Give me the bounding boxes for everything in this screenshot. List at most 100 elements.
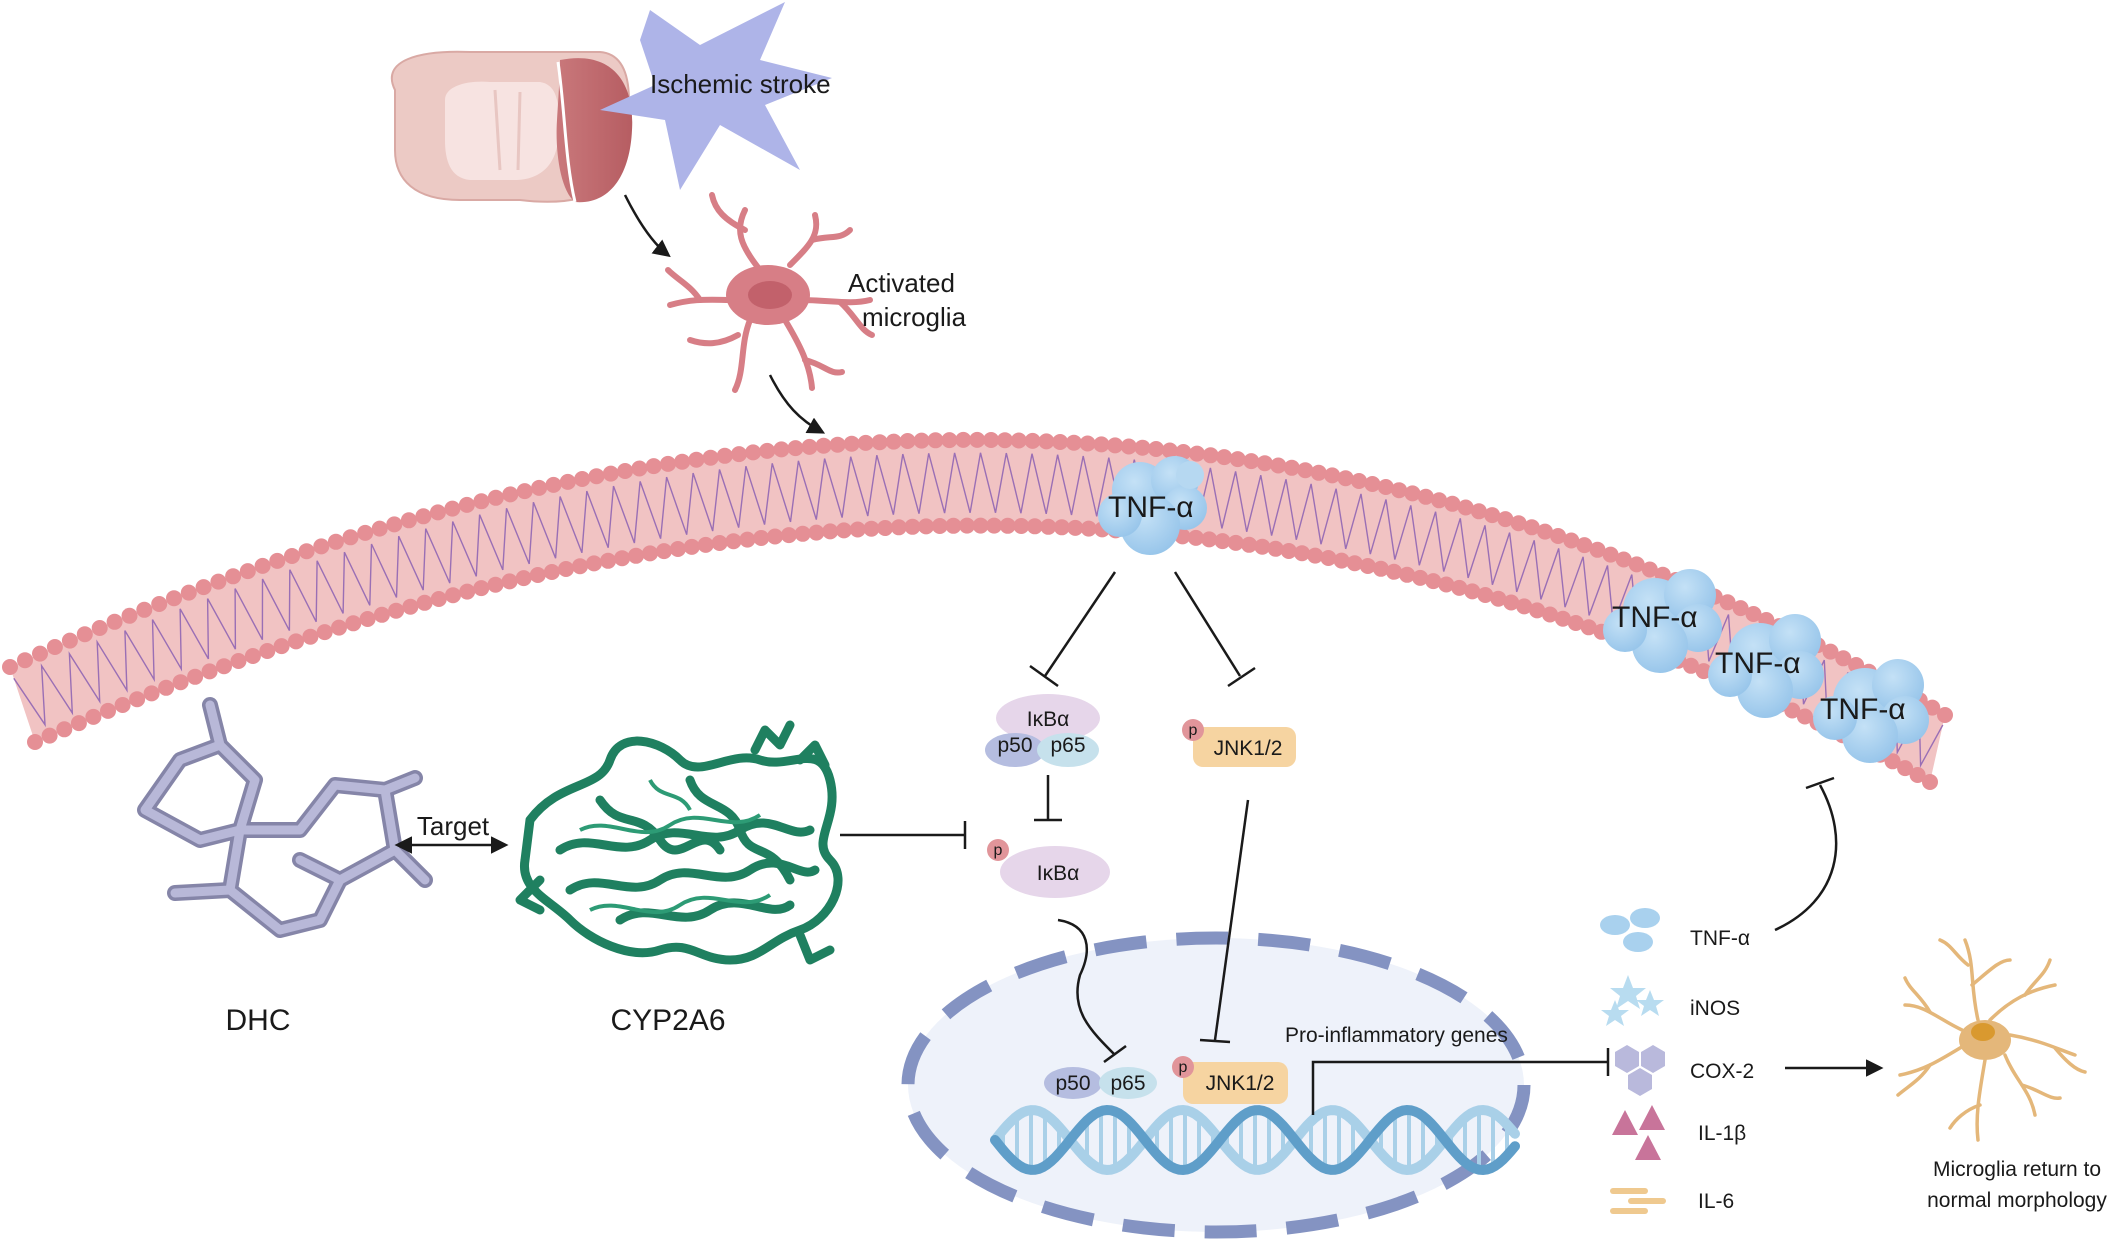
lipid-head-inner: [172, 674, 189, 691]
lipid-head-inner: [918, 518, 935, 535]
cyp-label: CYP2A6: [610, 1004, 725, 1037]
lipid-head-inner: [628, 547, 644, 564]
legend-inos-label: iNOS: [1690, 997, 1740, 1020]
lipid-head-outer: [1229, 451, 1246, 468]
lipid-head-outer: [645, 458, 662, 475]
lipid-head-inner: [158, 679, 175, 696]
lipid-head-outer: [1510, 515, 1527, 532]
lipid-head-outer: [1924, 699, 1941, 716]
lipid-head-inner: [959, 517, 975, 534]
lipid-head-inner: [1567, 615, 1584, 631]
lipid-head-inner: [230, 653, 247, 669]
phospho-mark-ikba: [987, 839, 1009, 861]
lipid-head-inner: [129, 691, 146, 708]
lipid-head-outer: [1297, 462, 1314, 479]
lipid-head-outer: [1270, 457, 1287, 474]
phospho-label-nucleus-jnk: p: [1179, 1059, 1188, 1076]
lipid-head-outer: [269, 552, 286, 569]
lipid-head-outer: [829, 436, 846, 453]
lipid-head-inner: [849, 521, 866, 538]
legend-inos-icon: [1601, 975, 1664, 1026]
lipid-head-inner: [904, 518, 921, 535]
lipid-head-outer: [871, 434, 888, 451]
lipid-head-inner: [331, 619, 347, 636]
cyp2a6-protein-icon: [515, 720, 843, 965]
lipid-head-inner: [244, 648, 261, 664]
legend-cox2-label: COX-2: [1690, 1060, 1754, 1083]
nucleus-jnk-box: [1183, 1062, 1288, 1104]
lipid-head-outer: [1641, 561, 1658, 578]
normal-microglia-nucleus: [1971, 1023, 1995, 1041]
lipid-head-outer: [225, 568, 242, 585]
lipid-head-inner: [70, 715, 87, 732]
lipid-head-outer: [617, 463, 634, 479]
lipid-head-inner: [725, 533, 742, 550]
lipid-head-outer: [899, 433, 916, 449]
nucleus-p65-label: p65: [1110, 1072, 1145, 1095]
lipid-head-inner: [1683, 657, 1699, 674]
lipid-head-outer: [1107, 437, 1124, 454]
lipid-head-inner: [1280, 543, 1297, 559]
lipid-head-outer: [1602, 546, 1619, 563]
lipid-head-outer: [195, 579, 212, 596]
ikba-phosphorylated: [1000, 846, 1110, 898]
lipid-head-outer: [885, 433, 902, 450]
lipid-head-outer: [1256, 455, 1273, 472]
lipid-head-inner: [529, 567, 546, 583]
dhc-molecule-icon: [137, 697, 433, 938]
phospho-label-jnk: p: [1189, 722, 1198, 739]
p65-label: p65: [1050, 734, 1085, 757]
lipid-head-outer: [1161, 442, 1178, 459]
lipid-head-outer: [674, 453, 691, 470]
lipid-head-inner: [877, 520, 894, 536]
dna-strand-front: [990, 1104, 1520, 1176]
lipid-head-outer: [688, 451, 705, 468]
lipid-head-inner: [753, 530, 770, 546]
ikba-to-nucleus-line: [1057, 918, 1116, 1056]
lipid-head-outer: [17, 652, 33, 669]
phospho-mark-nucleus-jnk: [1172, 1056, 1194, 1078]
tnf-receptor-label-2: TNF-α: [1715, 647, 1801, 680]
lipid-head-outer: [1457, 499, 1474, 516]
lipid-head-outer: [121, 607, 138, 624]
lipid-head-outer: [716, 447, 733, 464]
lipid-head-outer: [815, 437, 832, 454]
lipid-head-outer: [1484, 507, 1501, 524]
lipid-head-inner: [416, 594, 433, 611]
microglia-normal-label-line2: normal morphology: [1927, 1189, 2107, 1212]
lipid-head-inner: [359, 611, 376, 627]
lipid-head-inner: [1346, 555, 1363, 572]
lipid-head-outer: [1719, 594, 1736, 611]
tnf-receptor-2: [1708, 614, 1824, 718]
lipid-head-inner: [27, 734, 43, 750]
lipid-head-inner: [1080, 520, 1097, 537]
lipid-head-inner: [501, 573, 518, 590]
lipid-head-outer: [254, 557, 271, 574]
lipid-head-inner: [1320, 550, 1337, 566]
ischemic-stroke-label: Ischemic stroke: [650, 69, 831, 99]
lipid-head-outer: [602, 465, 619, 482]
lipid-head-outer: [969, 431, 986, 448]
legend-cox2-icon: [1615, 1045, 1665, 1096]
lipid-head-outer: [136, 601, 153, 618]
lipid-head-inner: [999, 517, 1016, 534]
lipid-head-outer: [1038, 433, 1055, 450]
lipid-head-inner: [41, 727, 58, 744]
lipid-head-inner: [143, 685, 160, 702]
lipid-head-outer: [1391, 482, 1408, 499]
lipid-head-inner: [1187, 529, 1204, 546]
lipid-head-outer: [702, 449, 719, 466]
tnf-receptor-label-3: TNF-α: [1820, 693, 1906, 726]
lipid-head-outer: [2, 659, 18, 675]
lipid-head-outer: [559, 473, 576, 490]
lipid-head-inner: [1241, 536, 1258, 553]
lipid-head-outer: [631, 460, 648, 477]
lipid-head-outer: [1745, 606, 1762, 622]
p65-subunit: [1037, 733, 1099, 767]
lipid-head-inner: [1412, 569, 1429, 586]
lipid-head-outer: [415, 508, 432, 525]
lipid-head-outer: [386, 516, 403, 533]
lipid-head-inner: [1254, 538, 1271, 555]
lipid-head-outer: [1835, 650, 1852, 667]
lipid-head-inner: [1922, 774, 1938, 790]
